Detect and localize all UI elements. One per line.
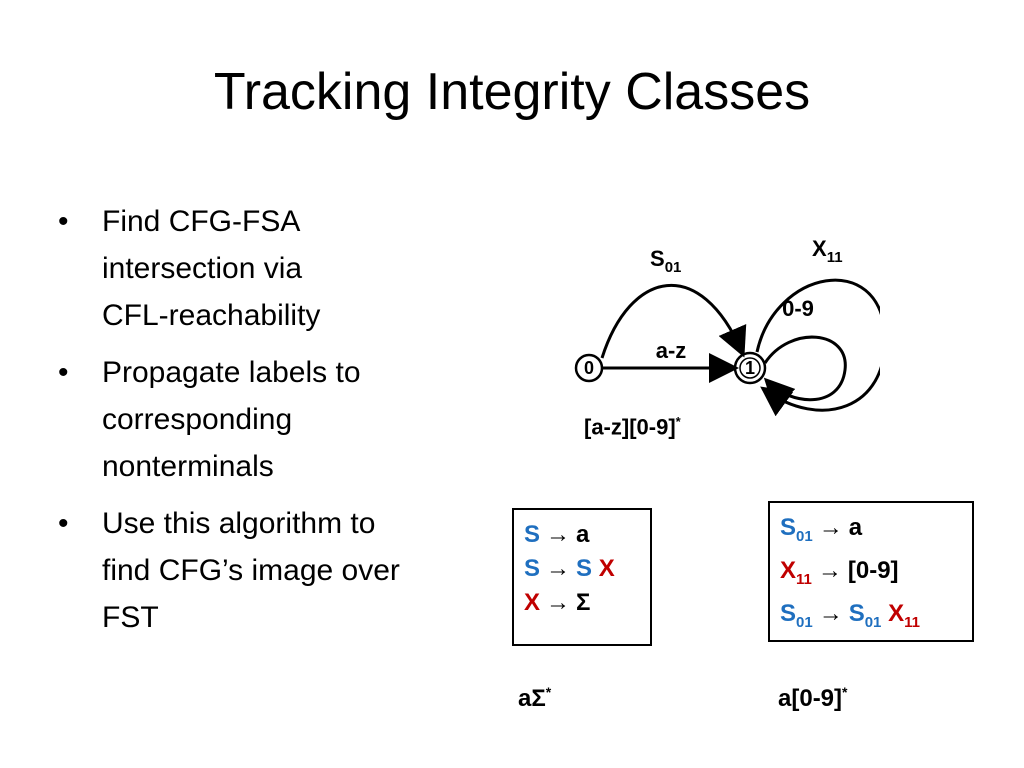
edge-s01-base: S [650, 246, 665, 271]
rule-rhs: Σ [576, 589, 591, 616]
bullet-item: • Propagate labels to corresponding nont… [58, 349, 478, 490]
state-0-label: 0 [584, 358, 594, 378]
rule-rhs-2: X [598, 555, 615, 582]
edge-x11-sub: 11 [827, 249, 843, 266]
edge-s01-sub: 01 [665, 259, 682, 276]
grammar-rule: S→a [524, 518, 640, 552]
bullet-line: nonterminals [102, 450, 274, 483]
rule-lhs: S01 [780, 599, 813, 631]
bullet-line: corresponding [102, 403, 293, 436]
result-base: aΣ [518, 685, 546, 712]
rule-rhs: [0-9] [847, 556, 899, 584]
result-intersected-language: a[0-9]* [778, 684, 847, 713]
regex-base: [a-z][0-9] [584, 414, 676, 440]
fsa-diagram: 0 1 a-z S01 0-9 X11 [574, 236, 880, 417]
rule-arrow: → [818, 599, 843, 627]
rule-rhs-1: S01 [848, 599, 882, 631]
state-1-accept-ring [739, 357, 761, 379]
grammar-rule: S01→a [780, 511, 962, 554]
rule-arrow: → [818, 514, 843, 541]
result-base: a[0-9] [778, 685, 843, 712]
rule-lhs: S [524, 555, 541, 582]
result-sup: * [842, 684, 848, 700]
rule-arrow: → [546, 589, 571, 616]
bullet-dot: • [58, 507, 69, 540]
rule-lhs: X11 [780, 556, 812, 588]
rule-rhs: a [576, 521, 590, 548]
bullet-line: find CFG’s image over [102, 554, 400, 587]
grammar-rule: S→S X [524, 552, 640, 586]
bullet-item: • Use this algorithm to find CFG’s image… [58, 500, 478, 641]
edge-0-9-loop [763, 335, 847, 410]
rule-arrow: → [546, 555, 571, 582]
bullet-line: Propagate labels to [102, 356, 361, 389]
grammar-box-intersected: S01→a X11→[0-9] S01→S01 X11 [768, 501, 974, 642]
rule-rhs-1: S [576, 555, 593, 582]
bullet-line: Use this algorithm to [102, 507, 376, 540]
grammar-box-original: S→a S→S X X→Σ [512, 508, 652, 646]
bullet-dot: • [58, 205, 69, 238]
rule-lhs: X [524, 589, 541, 616]
edge-s01 [600, 283, 747, 359]
rule-rhs-2: X11 [888, 599, 920, 631]
rule-lhs: S01 [780, 514, 813, 545]
edge-x11-label: X11 [812, 236, 843, 266]
edge-a-z-label: a-z [656, 338, 687, 363]
rule-arrow: → [817, 556, 842, 584]
result-sup: * [545, 684, 552, 700]
edge-s01-label: S01 [650, 246, 681, 276]
bullet-line: CFL-reachability [102, 299, 321, 332]
bullet-line: intersection via [102, 252, 303, 285]
regex-sup: * [675, 414, 681, 429]
rule-rhs: a [848, 514, 863, 541]
bullet-list: • Find CFG-FSA intersection via CFL-reac… [58, 198, 478, 651]
bullet-dot: • [58, 356, 69, 389]
state-1-label: 1 [745, 358, 755, 378]
rule-lhs: S [524, 521, 541, 548]
edge-x11-loop [755, 278, 880, 417]
bullet-line: Find CFG-FSA [102, 205, 301, 238]
rule-arrow: → [546, 521, 571, 548]
fsa-regex: [a-z][0-9]* [584, 414, 681, 440]
grammar-rule: S01→S01 X11 [780, 597, 962, 640]
grammar-rule: X11→[0-9] [780, 554, 962, 597]
edge-x11-base: X [812, 236, 827, 261]
slide-title: Tracking Integrity Classes [213, 63, 811, 121]
bullet-item: • Find CFG-FSA intersection via CFL-reac… [58, 198, 478, 339]
grammar-rule: X→Σ [524, 586, 640, 620]
result-original-language: aΣ* [518, 684, 551, 713]
bullet-line: FST [102, 601, 159, 634]
